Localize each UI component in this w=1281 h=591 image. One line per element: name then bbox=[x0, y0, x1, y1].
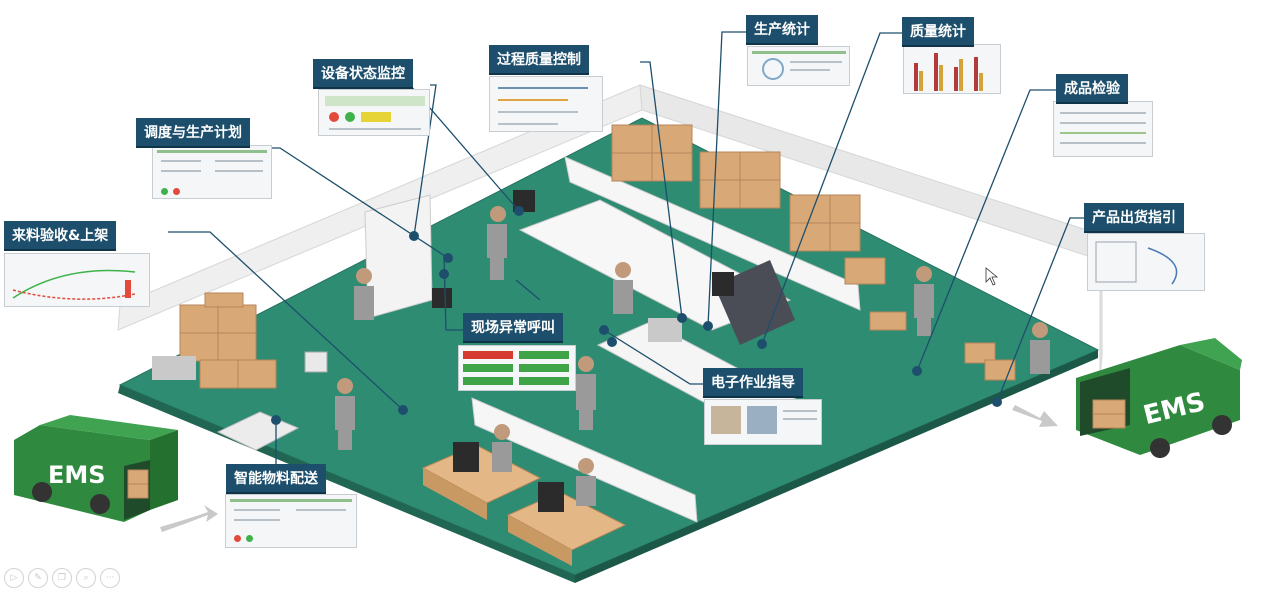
more-icon[interactable]: ··· bbox=[100, 568, 120, 588]
label-production-stats: 生产统计 bbox=[746, 15, 818, 45]
truck-left: EMS bbox=[14, 415, 178, 522]
shelf-mid bbox=[648, 318, 682, 342]
thumb-shipping-guide bbox=[1087, 233, 1205, 291]
thumb-production-stats bbox=[747, 46, 850, 86]
partition-cell bbox=[364, 194, 433, 319]
thumb-incoming bbox=[4, 253, 150, 307]
thumb-e-sop bbox=[704, 399, 822, 445]
arrow-right bbox=[1012, 405, 1058, 427]
play-icon[interactable]: ▷ bbox=[4, 568, 24, 588]
floor-edge-right bbox=[575, 350, 1098, 583]
pen-icon[interactable]: ✎ bbox=[28, 568, 48, 588]
arrow-left bbox=[160, 505, 218, 532]
label-finished-inspection: 成品检验 bbox=[1056, 74, 1128, 104]
box-stack-back bbox=[611, 124, 886, 285]
robot-arm bbox=[304, 351, 328, 373]
thumb-quality-stats bbox=[903, 44, 1001, 94]
machine-dark bbox=[714, 260, 795, 345]
thumb-scheduling bbox=[152, 145, 272, 199]
truck-right: EMS bbox=[1076, 338, 1242, 458]
shelf-left bbox=[152, 356, 196, 380]
thumb-smart-delivery bbox=[225, 494, 357, 548]
label-quality-stats: 质量统计 bbox=[902, 17, 974, 47]
label-andon: 现场异常呼叫 bbox=[463, 313, 563, 343]
thumb-finished-inspection bbox=[1053, 101, 1153, 157]
shipping-boxes bbox=[869, 311, 1016, 381]
desk-front-side bbox=[423, 468, 487, 520]
label-scheduling: 调度与生产计划 bbox=[136, 118, 250, 148]
mouse-cursor-icon bbox=[985, 267, 999, 286]
label-smart-delivery: 智能物料配送 bbox=[226, 464, 326, 494]
monitor-1 bbox=[453, 442, 479, 472]
monitor-5 bbox=[712, 272, 734, 296]
thumb-process-quality bbox=[489, 76, 603, 132]
viewer-toolbar: ▷ ✎ ❐ ⌕ ··· bbox=[4, 568, 120, 588]
monitor-2 bbox=[538, 482, 564, 512]
thumb-equipment-monitor bbox=[318, 89, 430, 136]
label-shipping-guide: 产品出货指引 bbox=[1084, 203, 1184, 233]
label-process-quality: 过程质量控制 bbox=[489, 45, 589, 75]
label-e-sop: 电子作业指导 bbox=[703, 368, 803, 398]
desk-front-2-side bbox=[508, 515, 572, 566]
callout-lines bbox=[168, 31, 1084, 470]
zoom-icon[interactable]: ⌕ bbox=[76, 568, 96, 588]
label-incoming: 来料验收&上架 bbox=[4, 221, 117, 251]
monitor-3 bbox=[432, 288, 452, 308]
label-equipment-monitor: 设备状态监控 bbox=[313, 59, 413, 89]
callout-dots bbox=[271, 206, 1002, 425]
thumb-andon bbox=[458, 345, 576, 391]
workers bbox=[335, 206, 1050, 506]
truck-left-text: EMS bbox=[48, 461, 106, 489]
copy-icon[interactable]: ❐ bbox=[52, 568, 72, 588]
